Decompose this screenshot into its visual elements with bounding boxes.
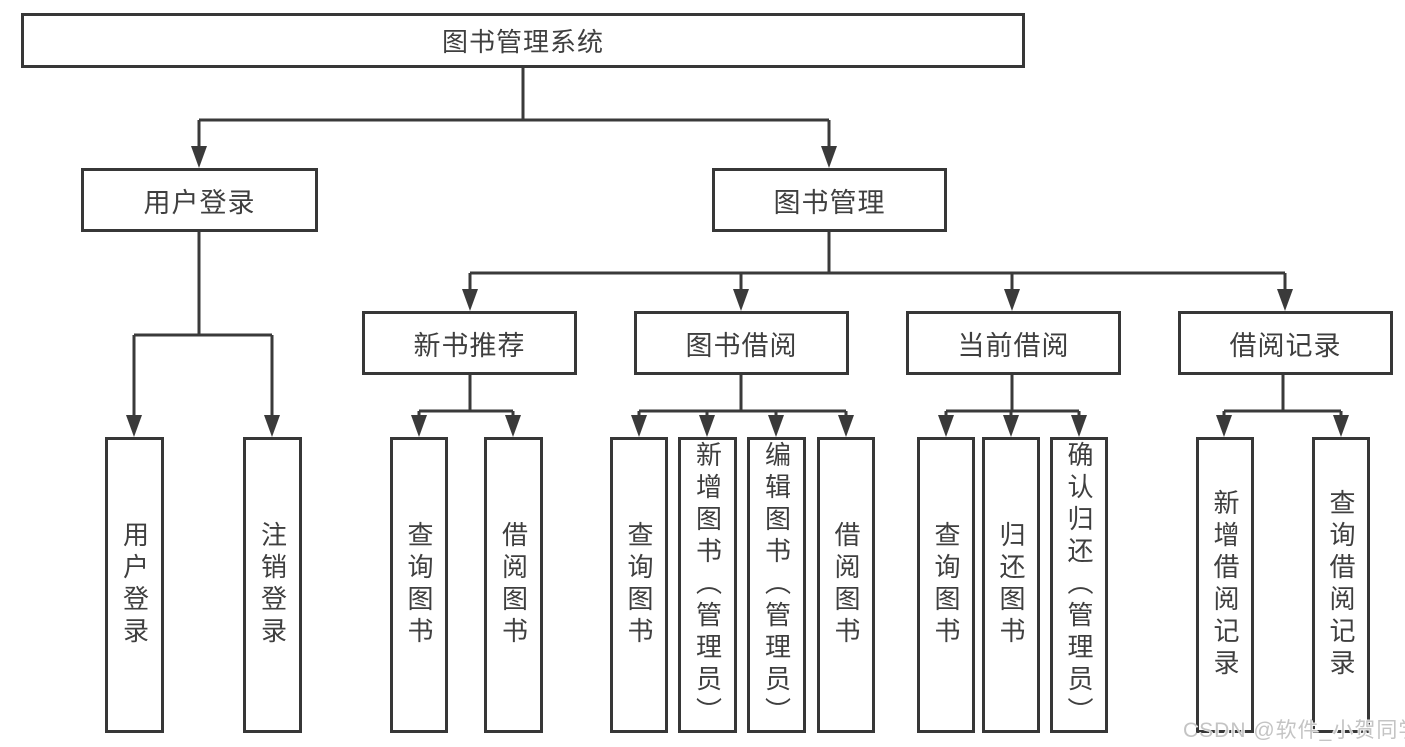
node-new-book-recommend-label: 新书推荐: [413, 330, 526, 361]
leaf-query-book-recommend-label: 查询图书: [404, 521, 434, 649]
leaf-borrow-book-recommend-label: 借阅图书: [498, 521, 529, 649]
leaf-user-login: 用户登录: [105, 437, 164, 733]
leaf-return-book: 归还图书: [982, 437, 1040, 733]
leaf-add-book-admin: 新增图书（管理员）: [678, 437, 737, 733]
leaf-query-book-current: 查询图书: [917, 437, 975, 733]
leaf-return-book-label: 归还图书: [996, 521, 1026, 649]
leaf-logout: 注销登录: [243, 437, 302, 733]
leaf-query-book-recommend: 查询图书: [390, 437, 448, 733]
node-new-book-recommend: 新书推荐: [362, 311, 577, 375]
node-book-borrow-label: 图书借阅: [685, 330, 798, 361]
csdn-watermark: CSDN @软件_小贺同学: [1183, 719, 1405, 742]
leaf-user-login-label: 用户登录: [119, 521, 150, 649]
leaf-add-borrow-record: 新增借阅记录: [1196, 437, 1254, 733]
node-user-login: 用户登录: [81, 168, 318, 232]
node-book-management: 图书管理: [712, 168, 947, 232]
leaf-borrow-book-recommend: 借阅图书: [484, 437, 543, 733]
leaf-query-book-borrow: 查询图书: [610, 437, 668, 733]
leaf-borrow-book: 借阅图书: [817, 437, 875, 733]
node-borrow-records: 借阅记录: [1178, 311, 1393, 375]
leaf-query-book-current-label: 查询图书: [931, 521, 961, 649]
leaf-add-borrow-record-label: 新增借阅记录: [1210, 489, 1240, 681]
leaf-add-book-admin-label: 新增图书（管理员）: [692, 441, 723, 729]
node-user-login-label: 用户登录: [143, 187, 256, 218]
node-borrow-records-label: 借阅记录: [1229, 330, 1342, 361]
leaf-edit-book-admin-label: 编辑图书（管理员）: [761, 441, 792, 729]
arrowheads: [126, 146, 1349, 437]
node-library-system: 图书管理系统: [21, 13, 1025, 68]
leaf-confirm-return-admin: 确认归还（管理员）: [1050, 437, 1108, 733]
node-current-borrow-label: 当前借阅: [957, 330, 1070, 361]
leaf-query-borrow-record-label: 查询借阅记录: [1326, 489, 1356, 681]
leaf-edit-book-admin: 编辑图书（管理员）: [747, 437, 806, 733]
node-book-borrow: 图书借阅: [634, 311, 849, 375]
node-book-management-label: 图书管理: [773, 187, 886, 218]
leaf-borrow-book-label: 借阅图书: [831, 521, 861, 649]
leaf-query-borrow-record: 查询借阅记录: [1312, 437, 1370, 733]
leaf-confirm-return-admin-label: 确认归还（管理员）: [1064, 441, 1094, 729]
leaf-query-book-borrow-label: 查询图书: [624, 521, 654, 649]
node-current-borrow: 当前借阅: [906, 311, 1121, 375]
node-library-system-label: 图书管理系统: [441, 27, 604, 57]
leaf-logout-label: 注销登录: [257, 521, 288, 649]
